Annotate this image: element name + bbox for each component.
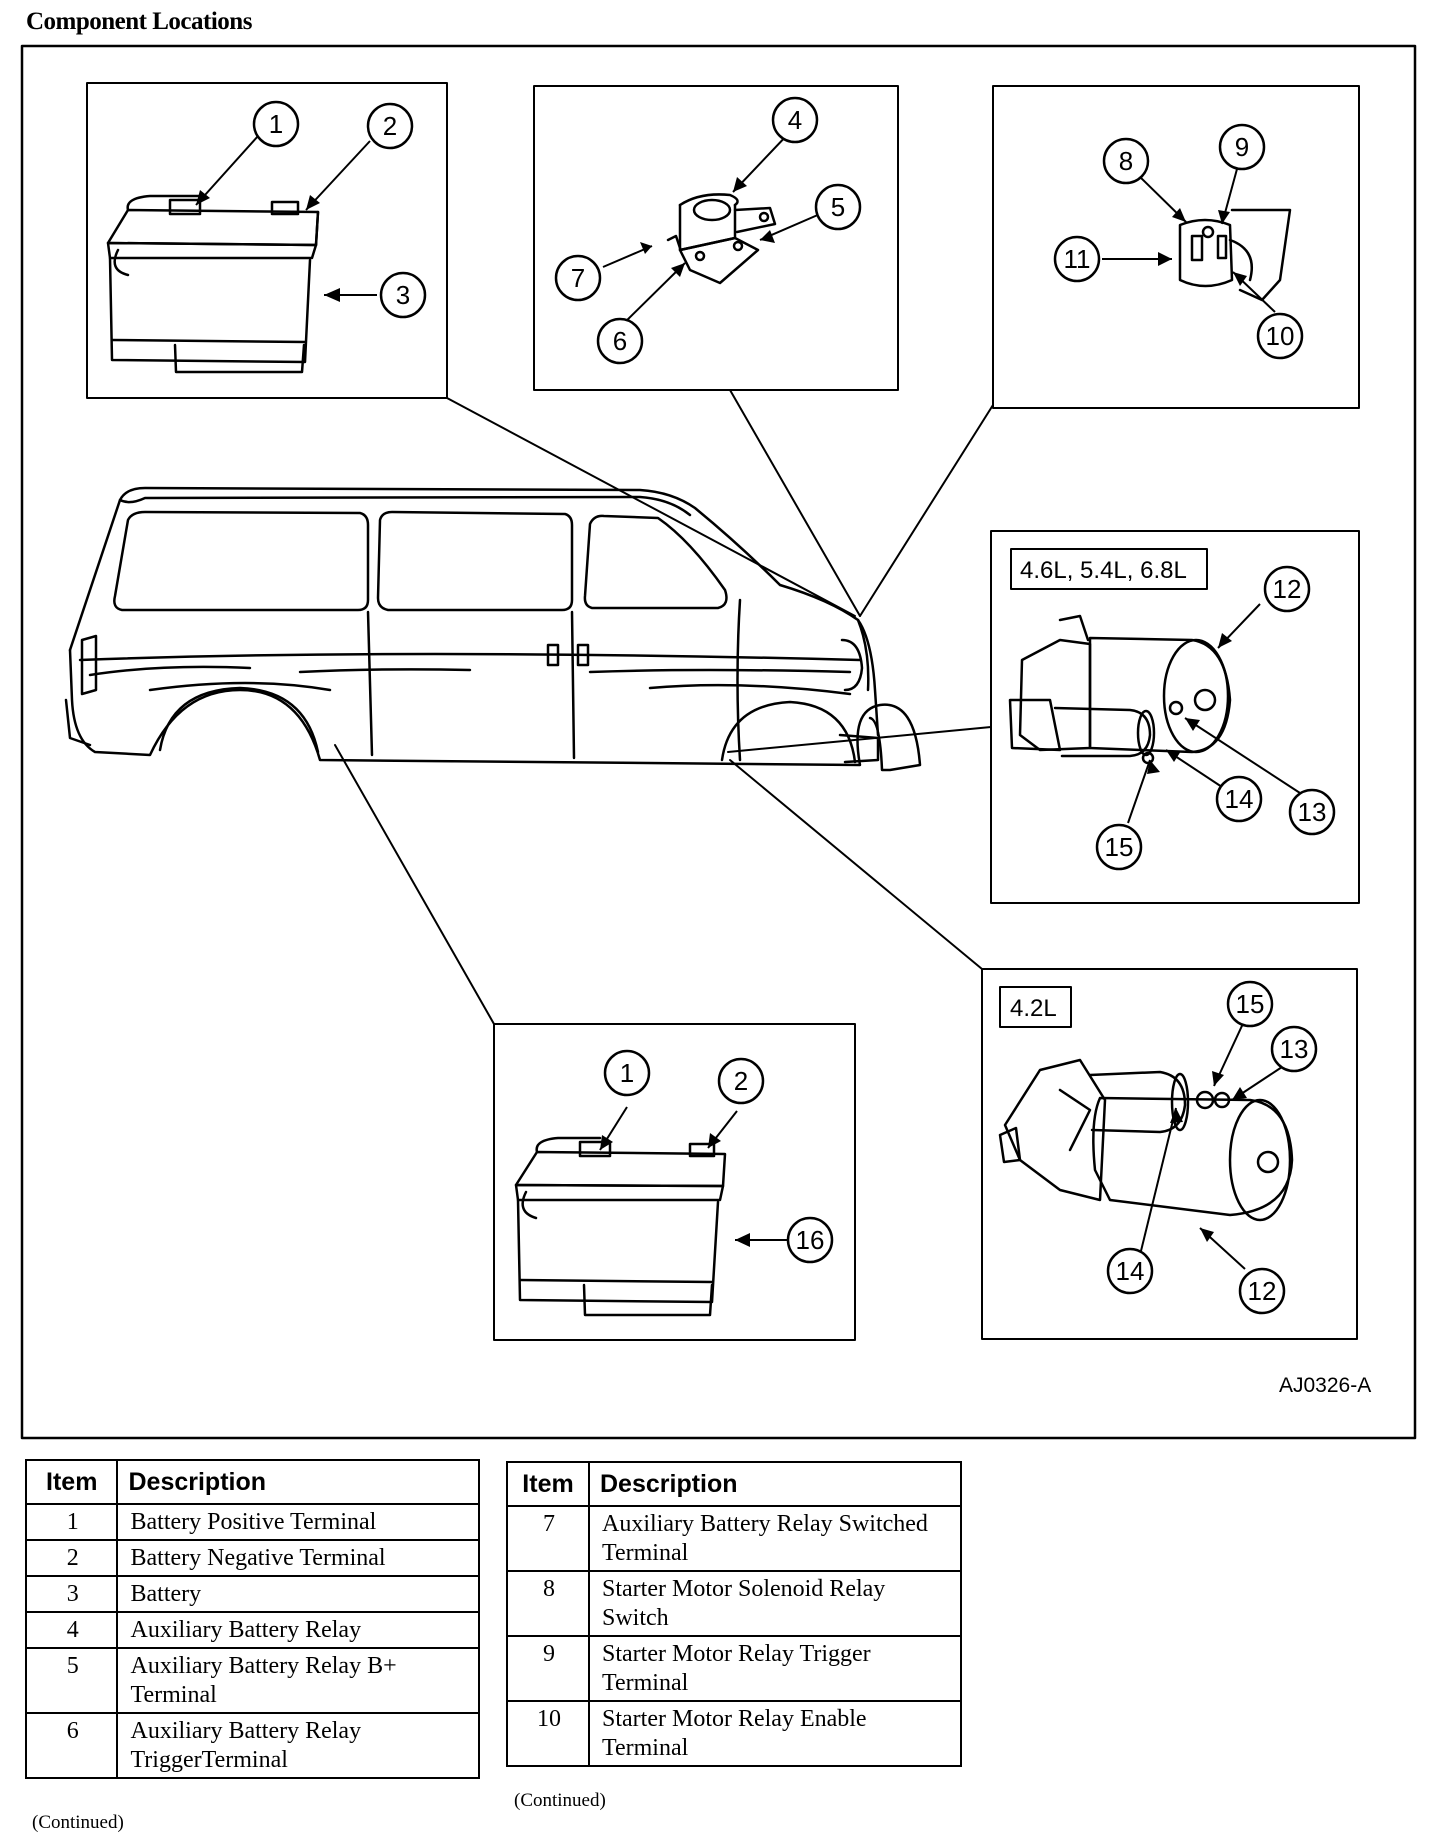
starter-relay-illustration — [1178, 208, 1292, 302]
callout-12-v8: 12 — [1273, 574, 1302, 604]
item-description: Battery Negative Terminal — [116, 1539, 480, 1577]
callout-14-v8: 14 — [1225, 784, 1254, 814]
callout-6: 6 — [613, 326, 627, 356]
figure-code: AJ0326-A — [1279, 1374, 1371, 1397]
panel-auxiliary-relay — [533, 85, 899, 391]
table-header-row: Item Description — [506, 1461, 962, 1507]
auxiliary-relay-illustration — [666, 193, 777, 285]
callout-14-4-2l: 14 — [1116, 1256, 1145, 1286]
item-number: 6 — [24, 1712, 119, 1779]
callout-7: 7 — [571, 263, 585, 293]
leader-line-relay — [729, 389, 861, 617]
item-number: 9 — [506, 1635, 590, 1702]
callout-15-v8: 15 — [1105, 832, 1134, 862]
leader-line-starter-v8 — [727, 726, 992, 753]
item-description: Auxiliary Battery Relay — [116, 1611, 480, 1649]
engine-label-box-4-2l — [999, 986, 1072, 1028]
component-locations-diagram: 1 2 3 4 5 6 7 8 9 10 11 12 13 14 15 15 1… — [20, 44, 1417, 1440]
panel-starter-relay — [992, 85, 1360, 409]
callout-4: 4 — [788, 105, 802, 135]
panel-battery-auxiliary — [493, 1023, 856, 1341]
column-header-description: Description — [588, 1461, 962, 1507]
callout-16: 16 — [796, 1225, 825, 1255]
leader-line-aux-battery — [334, 744, 495, 1025]
battery-illustration-2 — [514, 1136, 727, 1317]
callout-2-aux: 2 — [734, 1066, 748, 1096]
item-number: 5 — [24, 1647, 119, 1714]
leader-line-starter-4-2l — [729, 759, 983, 970]
callout-5: 5 — [831, 192, 845, 222]
item-number: 8 — [506, 1570, 590, 1637]
item-description: Battery Positive Terminal — [116, 1503, 480, 1541]
item-number: 1 — [24, 1503, 119, 1541]
callout-15-4-2l: 15 — [1236, 989, 1265, 1019]
callout-9: 9 — [1235, 132, 1249, 162]
callout-13-v8: 13 — [1298, 797, 1327, 827]
callout-3: 3 — [396, 280, 410, 310]
leader-line-starter-relay — [859, 404, 994, 617]
callout-8: 8 — [1119, 146, 1133, 176]
callout-2: 2 — [383, 111, 397, 141]
item-number: 7 — [506, 1505, 590, 1572]
item-description: Starter Motor Relay Enable Terminal — [588, 1700, 962, 1767]
callout-10: 10 — [1266, 321, 1295, 351]
engine-label-4-2l: 4.2L — [1010, 995, 1057, 1022]
continued-note-2: (Continued) — [514, 1790, 606, 1811]
item-description: Starter Motor Solenoid Relay Switch — [588, 1570, 962, 1637]
starter-motor-v8-illustration — [1008, 614, 1232, 765]
item-number: 2 — [24, 1539, 119, 1577]
column-header-item: Item — [506, 1461, 590, 1507]
callout-1-aux: 1 — [620, 1058, 634, 1088]
item-description: Starter Motor Relay Trigger Terminal — [588, 1635, 962, 1702]
item-number: 10 — [506, 1700, 590, 1767]
column-header-description: Description — [116, 1459, 480, 1505]
leader-line-battery — [446, 397, 856, 617]
callout-12-4-2l: 12 — [1248, 1276, 1277, 1306]
continued-note-1: (Continued) — [32, 1812, 124, 1833]
callout-1: 1 — [269, 109, 283, 139]
item-description: Auxiliary Battery Relay TriggerTerminal — [116, 1712, 480, 1779]
van-illustration — [64, 486, 922, 772]
callout-13-4-2l: 13 — [1280, 1034, 1309, 1064]
figure-frame — [20, 44, 1417, 1440]
callout-numbers: 1 2 3 4 5 6 7 8 9 10 11 12 13 14 15 15 1… — [269, 105, 1327, 1306]
item-description: Auxiliary Battery Relay Switched Termina… — [588, 1505, 962, 1572]
page-title: Component Locations — [26, 8, 252, 35]
item-description: Battery — [116, 1575, 480, 1613]
column-header-item: Item — [24, 1459, 119, 1505]
battery-illustration-1 — [106, 194, 320, 374]
table-header-row: Item Description — [24, 1459, 480, 1505]
callout-circles — [252, 96, 1336, 1315]
item-number: 3 — [24, 1575, 119, 1613]
callout-11: 11 — [1064, 244, 1091, 274]
callout-arrowheads — [196, 177, 1247, 1247]
panel-starter-4-2l — [981, 968, 1358, 1340]
starter-motor-4-2l-illustration — [998, 1058, 1294, 1222]
engine-label-box-v8 — [1010, 548, 1208, 590]
item-description: Auxiliary Battery Relay B+ Terminal — [116, 1647, 480, 1714]
engine-label-v8: 4.6L, 5.4L, 6.8L — [1020, 557, 1187, 584]
panel-battery-front — [86, 82, 448, 399]
panel-starter-v8 — [990, 530, 1360, 904]
item-number: 4 — [24, 1611, 119, 1649]
